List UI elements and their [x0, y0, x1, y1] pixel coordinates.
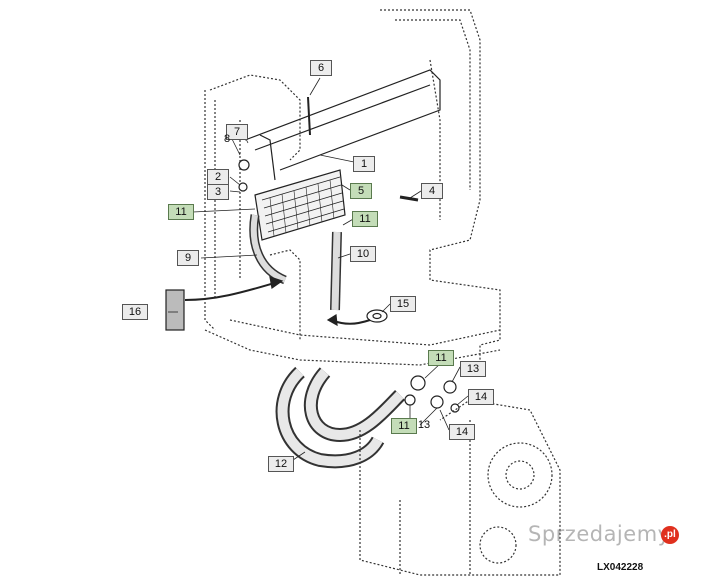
reference-code: LX042228 [597, 562, 644, 573]
callout-11-lower-bottom: 11 [391, 418, 417, 434]
callout-11-upper-left: 11 [168, 204, 194, 220]
arrow-16 [184, 281, 279, 301]
watermark-badge: .pl [661, 526, 679, 544]
callout-14-upper: 14 [468, 389, 494, 405]
watermark-text: Sprzedajemy [528, 522, 671, 546]
bolt-6 [307, 96, 311, 136]
callout-9: 9 [177, 250, 199, 266]
callout-6: 6 [310, 60, 332, 76]
fittings [238, 159, 460, 413]
callout-7: 7 [226, 124, 248, 140]
callout-13-lower: 13 [417, 419, 431, 431]
callout-4: 4 [421, 183, 443, 199]
callout-2: 2 [207, 169, 229, 185]
callout-14-lower: 14 [449, 424, 475, 440]
callout-1: 1 [353, 156, 375, 172]
bolt-4 [399, 195, 419, 202]
callout-11-upper-right: 11 [352, 211, 378, 227]
callout-3: 3 [207, 184, 229, 200]
upper-frame [204, 9, 501, 366]
callout-10: 10 [350, 246, 376, 262]
hose-12 [275, 366, 405, 469]
callout-15: 15 [390, 296, 416, 312]
filter-pad [165, 289, 185, 331]
callout-5: 5 [350, 183, 372, 199]
mounting-bracket [244, 69, 441, 181]
callout-16: 16 [122, 304, 148, 320]
callout-8: 8 [223, 133, 231, 145]
callout-13-upper: 13 [460, 361, 486, 377]
callout-12: 12 [268, 456, 294, 472]
leader-lines [168, 77, 469, 463]
callout-11-lower-top: 11 [428, 350, 454, 366]
transmission-housing [359, 399, 561, 576]
oil-cooler [254, 169, 346, 241]
